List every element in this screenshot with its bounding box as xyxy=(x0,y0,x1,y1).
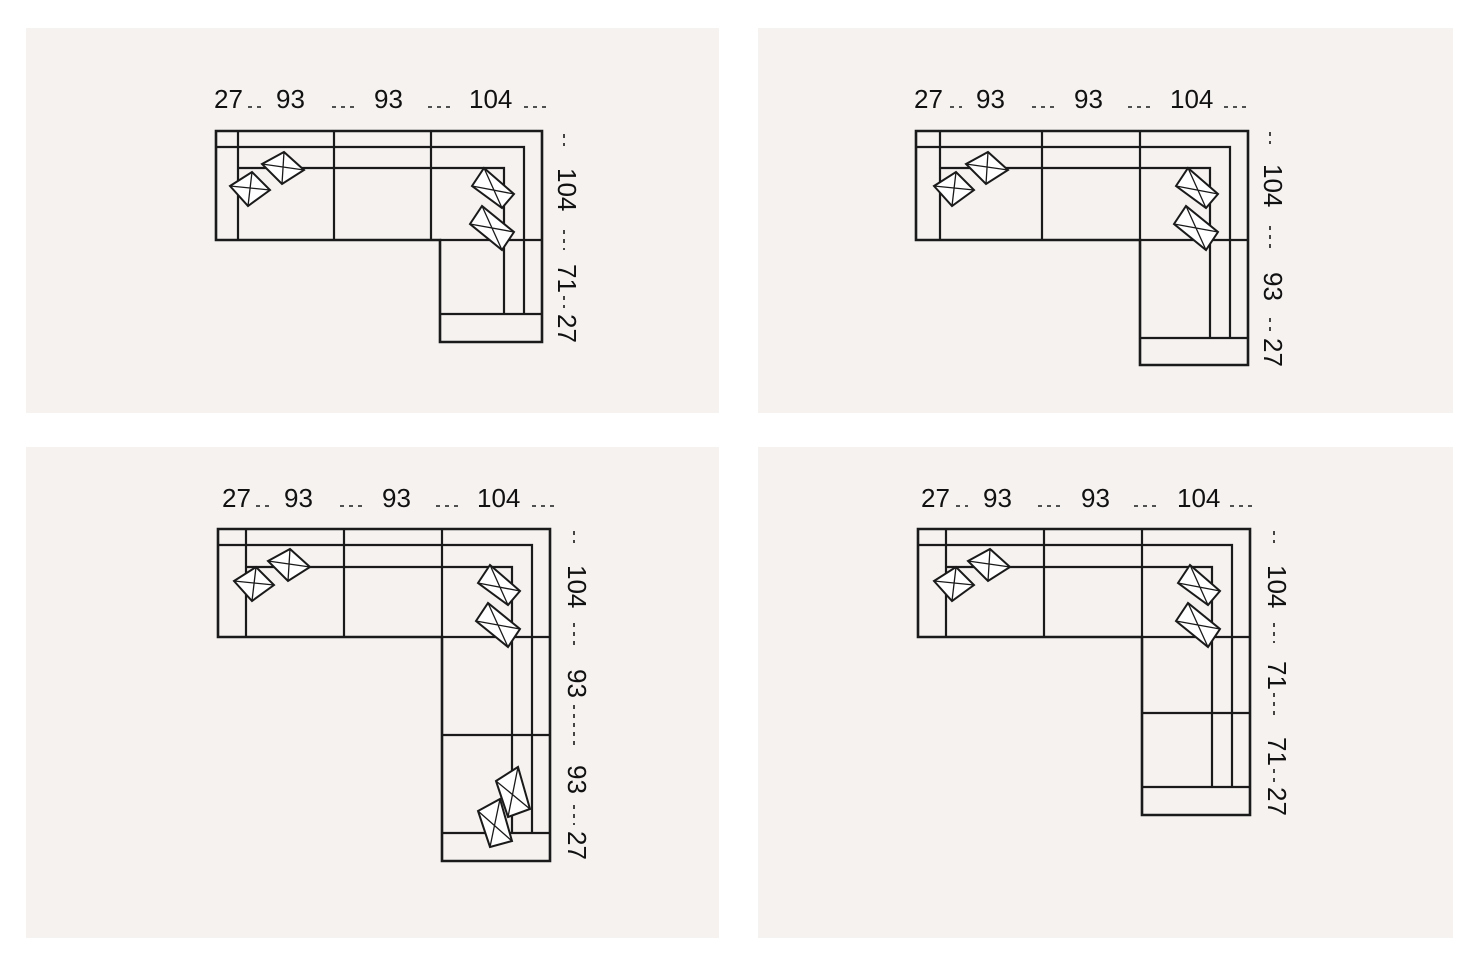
dim-top-4: 104 xyxy=(1170,84,1213,114)
dim-top-1: 27 xyxy=(921,483,950,513)
cushion-icon xyxy=(1172,166,1220,252)
cushion-icon xyxy=(932,547,1012,603)
dim-top-3: 93 xyxy=(1074,84,1103,114)
sofa-seams xyxy=(918,529,1250,789)
cushion-icon xyxy=(476,765,532,849)
cushion-icon xyxy=(232,547,312,603)
dim-side-2: 71 xyxy=(552,264,582,293)
dim-side-2: 93 xyxy=(562,669,592,698)
dim-top-2: 93 xyxy=(983,483,1012,513)
layout-panel-4: 27 93 93 104 104 71 71 27 xyxy=(758,447,1453,938)
cushion-icon xyxy=(1174,563,1222,649)
cushion-icon xyxy=(932,150,1010,208)
sofa-outline xyxy=(216,527,552,863)
dim-side-3: 27 xyxy=(552,314,582,343)
layout-panel-2: 27 93 93 104 104 93 27 xyxy=(758,28,1453,413)
cushion-icon xyxy=(228,150,306,208)
cushion-icon xyxy=(474,563,522,649)
dim-top-2: 93 xyxy=(976,84,1005,114)
dim-top-3: 93 xyxy=(1081,483,1110,513)
dim-side-2: 71 xyxy=(1262,661,1292,690)
dim-side-1: 104 xyxy=(1258,164,1288,207)
dim-top-1: 27 xyxy=(914,84,943,114)
dim-side-2: 93 xyxy=(1258,272,1288,301)
dim-top-1: 27 xyxy=(222,483,251,513)
dim-top-3: 93 xyxy=(382,483,411,513)
dim-side-3: 27 xyxy=(1258,338,1288,367)
sofa-plan-2: 27 93 93 104 104 93 27 xyxy=(914,84,1288,367)
sofa-outline xyxy=(914,129,1250,367)
dim-top-3: 93 xyxy=(374,84,403,114)
dim-side-1: 104 xyxy=(562,565,592,608)
dim-side-4: 27 xyxy=(1262,787,1292,816)
dim-top-2: 93 xyxy=(284,483,313,513)
dim-side-3: 93 xyxy=(562,765,592,794)
dim-top-4: 104 xyxy=(1177,483,1220,513)
dim-top-2: 93 xyxy=(276,84,305,114)
dim-side-1: 104 xyxy=(552,168,582,211)
sofa-outline xyxy=(916,527,1252,817)
sofa-outline xyxy=(214,129,544,344)
dim-side-3: 71 xyxy=(1262,737,1292,766)
dim-top-1: 27 xyxy=(214,84,243,114)
layout-panel-1: 27 93 93 104 104 71 27 xyxy=(26,28,719,413)
dim-side-1: 104 xyxy=(1262,565,1292,608)
dim-top-4: 104 xyxy=(477,483,520,513)
dim-top-4: 104 xyxy=(469,84,512,114)
layout-panel-3: 27 93 93 104 104 93 93 27 xyxy=(26,447,719,938)
sofa-plan-4: 27 93 93 104 104 71 71 27 xyxy=(916,483,1292,817)
dim-side-4: 27 xyxy=(562,831,592,860)
sofa-plan-3: 27 93 93 104 104 93 93 27 xyxy=(216,483,592,863)
sofa-plan-1: 27 93 93 104 104 71 27 xyxy=(214,84,582,344)
cushion-icon xyxy=(468,166,516,252)
